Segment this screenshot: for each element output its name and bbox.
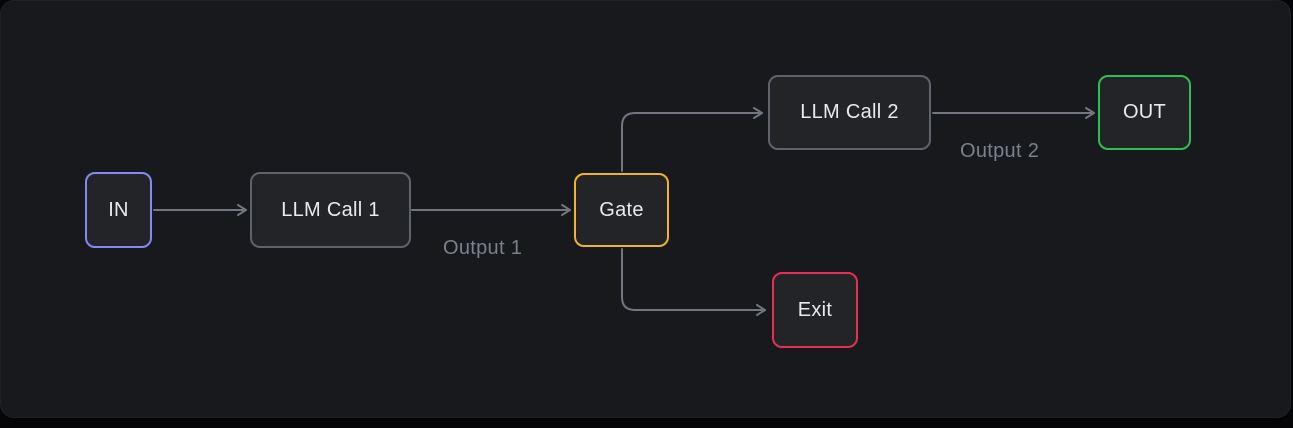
node-out[interactable]: OUT bbox=[1098, 75, 1191, 150]
node-exit-label: Exit bbox=[797, 298, 833, 321]
edge-label-output-1: Output 1 bbox=[443, 237, 523, 259]
node-out-label: OUT bbox=[1122, 101, 1167, 123]
node-llm-call-2[interactable]: LLM Call 2 bbox=[768, 75, 931, 150]
node-llm-call-1-label: LLM Call 1 bbox=[281, 198, 380, 221]
diagram-canvas: IN LLM Call 1 Gate LLM Call 2 OUT Exit O… bbox=[0, 0, 1291, 418]
node-in-label: IN bbox=[108, 198, 129, 221]
node-llm-call-2-label: LLM Call 2 bbox=[800, 101, 899, 123]
node-llm-call-1[interactable]: LLM Call 1 bbox=[250, 172, 411, 248]
node-gate[interactable]: Gate bbox=[574, 173, 669, 247]
edge-gate-to-exit bbox=[621, 248, 766, 316]
node-in[interactable]: IN bbox=[85, 172, 152, 248]
edge-gate-to-llm2 bbox=[621, 107, 763, 172]
node-gate-label: Gate bbox=[599, 198, 644, 221]
node-exit[interactable]: Exit bbox=[772, 272, 858, 348]
edge-label-output-2: Output 2 bbox=[960, 140, 1040, 162]
